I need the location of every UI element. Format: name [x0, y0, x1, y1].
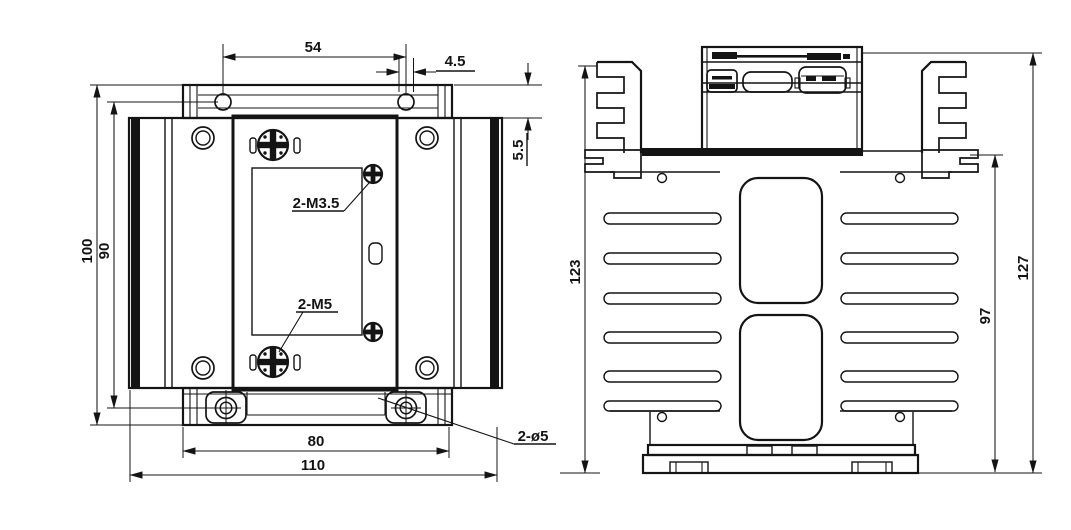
corner-screw-top-right: [415, 126, 439, 150]
control-screw-bottom: [362, 321, 384, 343]
t-slot-right: [921, 149, 979, 179]
dim-mount-hole-span: 90: [96, 101, 222, 409]
keyhole-top-right: [894, 172, 906, 184]
corner-screw-bottom-left: [191, 356, 215, 380]
dim-fin-zone-height: 97: [970, 154, 1003, 473]
dim-label-80: 80: [308, 433, 325, 450]
fin-edge-left: [131, 119, 140, 387]
callout-label-mount-holes: 2-ø5: [518, 428, 549, 445]
base-rail: [641, 443, 920, 475]
terminal-cover-right: [794, 66, 851, 94]
dim-side-overall-height: 127: [862, 52, 1042, 474]
power-screw-bottom: [249, 345, 301, 379]
corner-screw-bottom-right: [415, 356, 439, 380]
callout-label-power-screws: 2-M5: [298, 296, 332, 313]
dim-label-100: 100: [79, 238, 96, 263]
relay-module: [231, 114, 399, 392]
power-screw-top: [249, 128, 301, 162]
dim-label-90: 90: [96, 243, 113, 260]
dim-label-127: 127: [1015, 255, 1032, 280]
dim-label-97: 97: [977, 308, 994, 325]
terminal-cover-left: [706, 69, 738, 93]
callout-label-control-screws: 2-M3.5: [293, 195, 340, 212]
dim-bottom-slot-width: 80: [182, 427, 450, 458]
terminal-cover-middle: [742, 71, 793, 93]
dim-label-123: 123: [567, 259, 584, 284]
callout-control-screws: 2-M3.5: [292, 182, 370, 212]
dim-label-5-5: 5.5: [510, 140, 527, 161]
fin-grooves-right: [840, 212, 959, 412]
corner-screw-top-left: [191, 126, 215, 150]
base-foot-left: [669, 461, 709, 474]
dim-label-54: 54: [305, 39, 322, 56]
heatsink-body: [127, 116, 504, 390]
side-view: 123 97 127: [560, 45, 1042, 475]
keyhole-bottom-left: [656, 411, 668, 423]
front-view: 2-M3.5 2-M5 2-ø5 54: [79, 39, 556, 482]
keyhole-top-left: [656, 172, 668, 184]
center-opening-top: [738, 176, 824, 305]
dim-label-110: 110: [301, 457, 325, 474]
relay-block: [642, 45, 922, 156]
keyhole-bottom-right: [894, 411, 906, 423]
heatsink-face: [603, 171, 959, 444]
fin-grooves-left: [603, 212, 722, 412]
relay-base-plate: [642, 148, 863, 156]
dim-label-4-5: 4.5: [445, 53, 466, 70]
top-fins-right: [920, 60, 979, 179]
fin-edge-right: [490, 119, 499, 387]
control-screw-top: [362, 163, 384, 185]
top-fins-left: [584, 60, 643, 179]
t-slot-left: [584, 149, 642, 179]
dim-overall-height: 100: [79, 84, 215, 426]
dim-overall-width: 110: [129, 390, 498, 482]
cover-plate: [251, 167, 363, 336]
dim-heatsink-height: 123: [560, 65, 600, 474]
indicator-slot: [368, 242, 383, 265]
bottom-mounting-tab: [181, 386, 454, 427]
dim-top-hole-spacing: 54: [222, 39, 407, 94]
base-foot-right: [851, 461, 893, 474]
center-opening-bottom: [738, 313, 824, 442]
dim-top-hole-offset: 4.5: [376, 53, 475, 92]
dim-tab-height: 5.5: [454, 63, 542, 166]
callout-mount-holes: 2-ø5: [377, 397, 556, 445]
callout-power-screws: 2-M5: [278, 296, 338, 353]
